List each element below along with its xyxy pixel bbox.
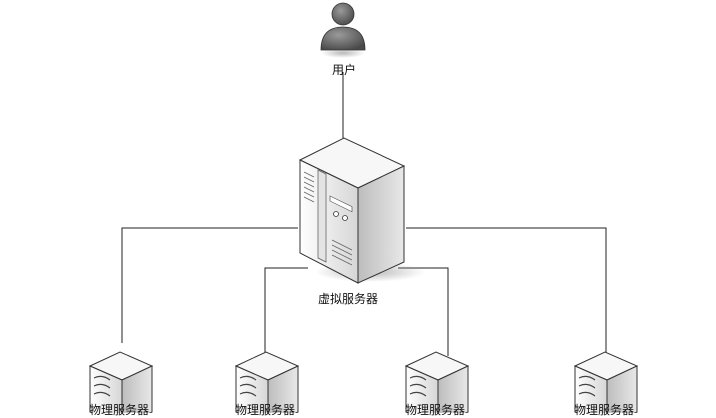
- server-icon: [404, 351, 470, 418]
- server-icon: [88, 351, 154, 418]
- user-label: 用户: [332, 63, 357, 77]
- virtual-server-label: 虚拟服务器: [318, 292, 379, 306]
- server-tower-icon: [298, 137, 425, 284]
- server-icon: [573, 351, 639, 418]
- server-icon: [234, 351, 300, 418]
- physical-servers: [88, 351, 639, 418]
- link-virtual-to-server-1: [121, 227, 298, 343]
- physical-server-label-1: 物理服务器: [89, 403, 150, 417]
- physical-server-label-3: 物理服务器: [405, 403, 466, 417]
- physical-server-label-2: 物理服务器: [235, 403, 296, 417]
- link-virtual-to-server-4: [406, 227, 607, 356]
- physical-server-label-4: 物理服务器: [574, 403, 635, 417]
- link-virtual-to-server-3: [398, 267, 449, 356]
- user-icon: [320, 2, 366, 58]
- link-virtual-to-server-2: [264, 267, 308, 356]
